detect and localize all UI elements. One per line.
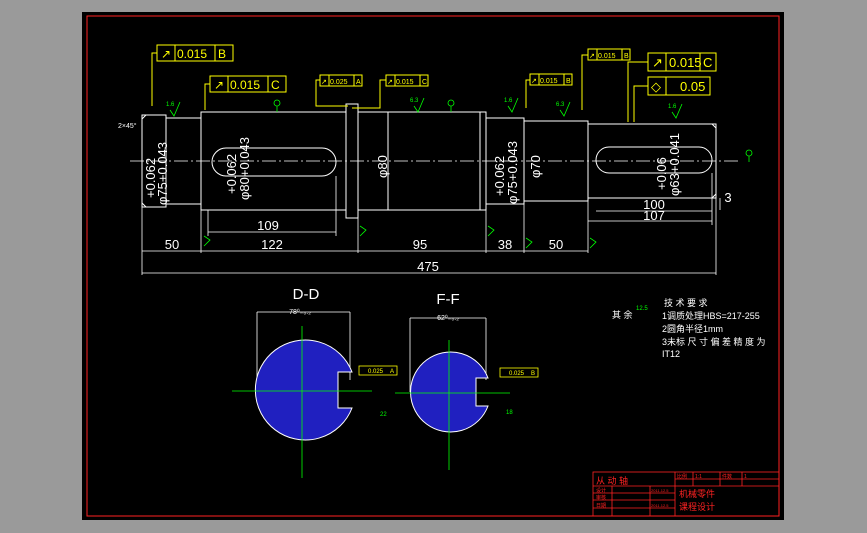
dim-475: 475: [417, 259, 439, 274]
fcf-3-sym: ↗: [321, 79, 327, 86]
dia-label-2b: φ80+0.043: [237, 137, 252, 200]
fcf-6-datum: B: [566, 78, 571, 85]
notes-line3: 3未标 尺 寸 偏 差 精 度 为: [662, 336, 766, 347]
fcf-7-tol: 0.015: [669, 55, 702, 70]
section-dd-fcf-datum: A: [390, 369, 394, 375]
tb-design: 设计: [596, 487, 606, 494]
notes-other-rough: 12.5: [636, 306, 648, 312]
fcf-2-tol: 0.015: [230, 78, 260, 92]
section-ff-fcf-tol: 0.025: [509, 371, 525, 377]
fcf-2-sym: ↗: [214, 78, 224, 92]
tb-date: 日期: [596, 503, 606, 509]
fcf-1-datum: B: [218, 47, 226, 61]
dia-label-3: φ80: [375, 155, 390, 178]
dim-50b: 50: [549, 237, 563, 252]
dia-label-1b: φ75+0.043: [155, 142, 170, 205]
section-ff-label: F-F: [436, 291, 459, 308]
section-dd-label: D-D: [293, 286, 320, 303]
fcf-5-datum: B: [624, 53, 629, 60]
dim-95: 95: [413, 237, 427, 252]
fcf-5-tol: 0.015: [598, 53, 616, 60]
rough-4: 6.3: [556, 102, 565, 108]
fcf-3-tol: 0.025: [330, 79, 348, 86]
dim-3: 3: [724, 190, 731, 205]
section-ff-width: 62⁰₋₀.₂: [437, 314, 459, 322]
section-dd-fcf: [358, 365, 398, 376]
fcf-1-tol: 0.015: [177, 47, 207, 61]
fcf-4-tol: 0.015: [396, 79, 414, 86]
rough-3: 1.6: [504, 98, 513, 104]
dim-107: 107: [643, 208, 665, 223]
dia-label-6a: +0.06: [654, 157, 669, 190]
dia-label-4b: φ75+0.043: [505, 141, 520, 204]
section-dd-width: 78⁰₋₀.₂: [289, 308, 311, 316]
fcf-4-datum: C: [422, 79, 427, 86]
notes-line2: 2圆角半径1mm: [662, 323, 723, 334]
dim-50a: 50: [165, 237, 179, 252]
section-ff-fcf-datum: B: [531, 371, 535, 377]
fcf-7-datum: C: [703, 55, 712, 70]
dim-38: 38: [498, 237, 512, 252]
section-ff-fcf: [499, 367, 539, 378]
notes-line4: IT12: [662, 349, 680, 359]
notes-title: 技 术 要 求: [664, 297, 708, 308]
dia-label-4a: +0.062: [492, 156, 507, 196]
notes-line1: 1调质处理HBS=217-255: [662, 310, 760, 321]
section-dd-body: [254, 339, 353, 441]
rough-1: 1.6: [166, 102, 175, 108]
section-ff-dim: [409, 317, 487, 392]
dia-label-6b: φ63+0.041: [667, 133, 682, 196]
fcf-7-sym: ↗: [652, 55, 663, 70]
fcf-8-tol: 0.05: [680, 79, 705, 94]
fcf-8-sym: ◇: [651, 79, 661, 94]
section-ff-centerlines: [395, 340, 510, 470]
tb-course1: 机械零件: [679, 488, 715, 499]
roughness-values: 1.6 6.3 1.6 6.3 1.6 2×45°: [118, 98, 677, 130]
fcf-6-sym: ↗: [531, 78, 537, 85]
title-block: [592, 471, 780, 517]
tb-review: 审核: [596, 494, 606, 501]
title-block-text: 从 动 轴 比例 1:1 件数 1 设计 审核 日期 2011.12.5 201…: [596, 473, 747, 512]
roughness-marks: [169, 97, 753, 249]
dimension-text: 109 50 122 95 38 50 475 100 107 3: [165, 190, 732, 274]
tb-qty-label: 件数: [722, 473, 732, 480]
section-dd-centerlines: [232, 326, 372, 478]
fcf-3-datum: A: [356, 79, 361, 86]
fcf-1-sym: ↗: [161, 47, 171, 61]
tb-qty-value: 1: [744, 474, 747, 480]
rough-5: 1.6: [668, 104, 677, 110]
dim-100: 100: [643, 197, 665, 212]
section-ff-key: 18: [506, 410, 513, 416]
fcf-2-datum: C: [271, 78, 280, 92]
section-dd-key: 22: [380, 412, 387, 418]
dim-122: 122: [261, 237, 283, 252]
tb-doc1: 2011.12.5: [651, 488, 669, 493]
dia-label-1a: +0.062: [143, 158, 158, 198]
dia-label-2a: +0.062: [224, 154, 239, 194]
fcf-group: [151, 44, 717, 122]
notes-other: 其 余: [612, 309, 633, 320]
fcf-text: ↗ 0.015 B ↗ 0.015 C ↗ 0.025 A ↗ 0.015 C …: [161, 47, 712, 94]
dim-109: 109: [257, 218, 279, 233]
diameter-labels: +0.062 φ75+0.043 +0.062 φ80+0.043 φ80 +0…: [143, 133, 682, 205]
fcf-4-sym: ↗: [387, 79, 393, 86]
tb-doc2: 2011.12.5: [651, 503, 669, 508]
tb-part-name: 从 动 轴: [596, 475, 628, 486]
tb-scale-value: 1:1: [695, 474, 702, 480]
tb-scale-label: 比例: [677, 473, 687, 480]
dimension-lines: [141, 173, 721, 275]
section-dd-fcf-tol: 0.025: [368, 369, 384, 375]
rough-2: 6.3: [410, 98, 419, 104]
chamfer: 2×45°: [118, 122, 137, 130]
drawing-sheet: [82, 12, 784, 520]
sheet-frame: [86, 15, 780, 517]
tech-notes: 其 余 12.5 技 术 要 求 1调质处理HBS=217-255 2圆角半径1…: [612, 297, 766, 359]
fcf-6-tol: 0.015: [540, 78, 558, 85]
dia-label-5: φ70: [528, 155, 543, 178]
tb-course2: 课程设计: [679, 501, 715, 512]
fcf-5-sym: ↗: [589, 53, 595, 60]
